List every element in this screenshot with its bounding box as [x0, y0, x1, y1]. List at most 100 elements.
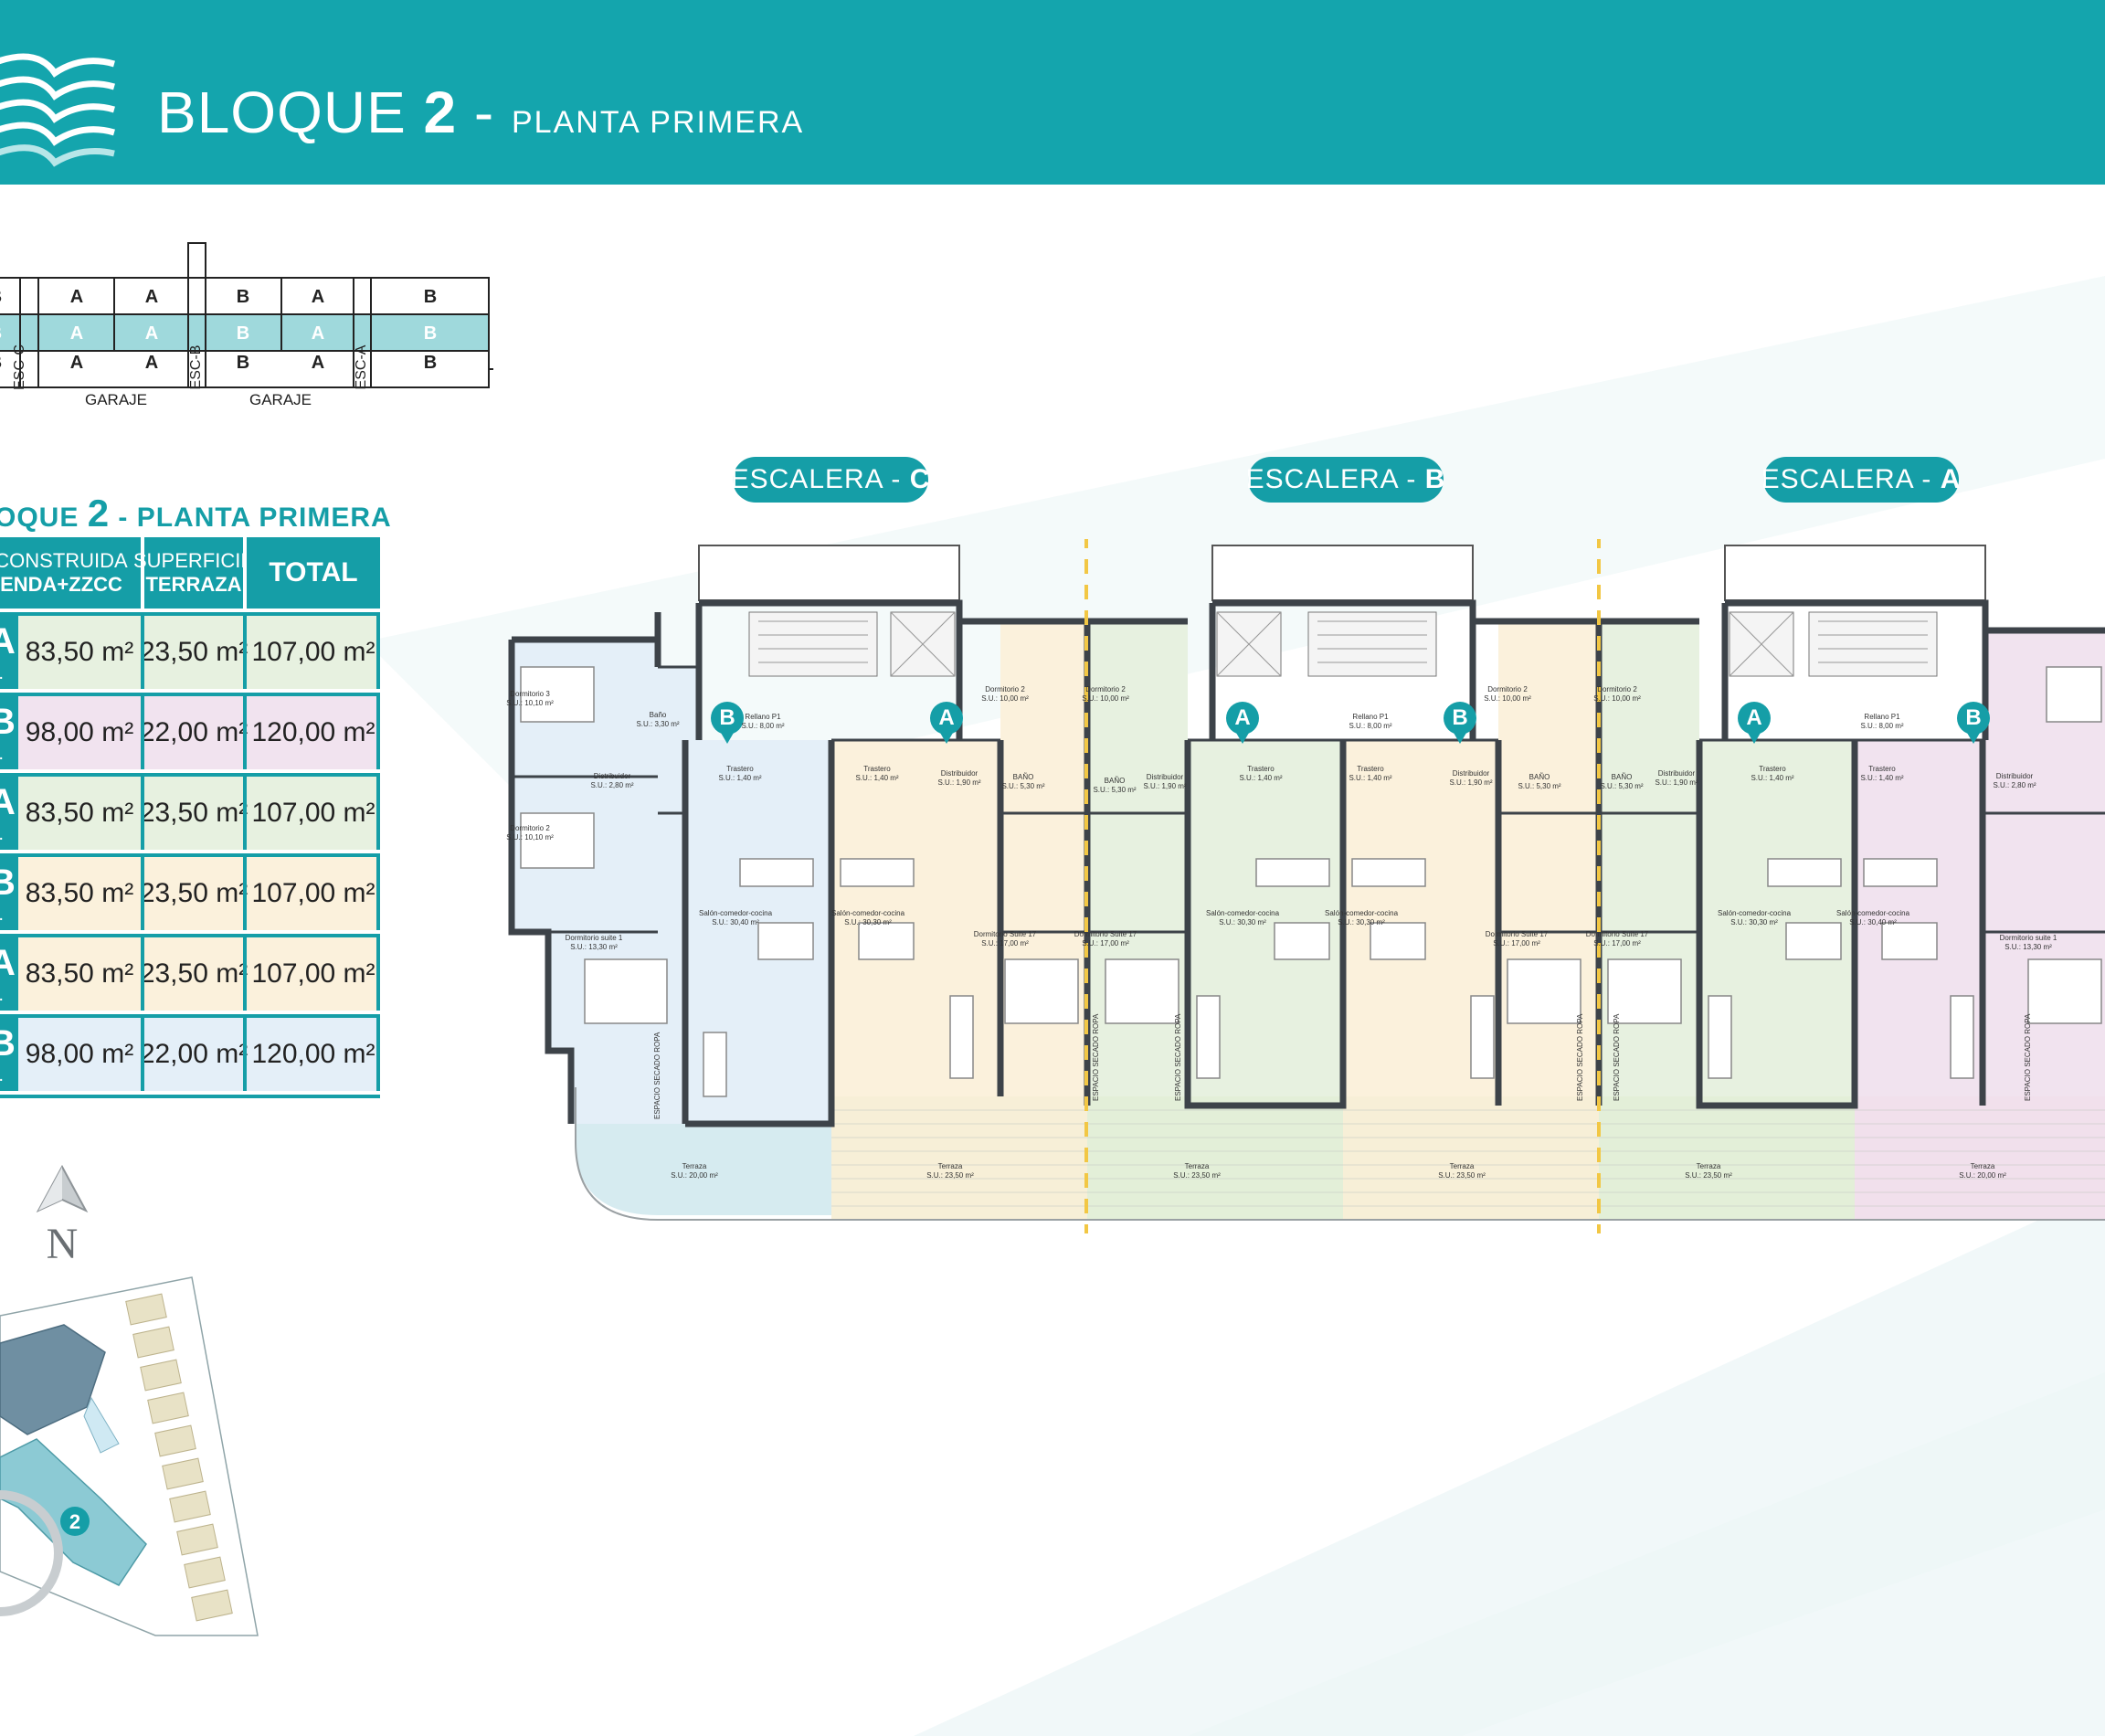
unit-type-sub: or. — [0, 989, 3, 1003]
unit-type-sub: or. — [0, 1069, 3, 1084]
schema-cell: B — [236, 286, 250, 307]
unit-type: A — [0, 943, 16, 983]
unit-marker-b: B — [1957, 702, 1990, 744]
table-divider — [243, 853, 247, 930]
schema-cell: B — [236, 352, 250, 373]
table-title: OQUE 2 - PLANTA PRIMERA — [0, 492, 392, 535]
table-divider — [376, 612, 380, 689]
table-divider — [0, 1095, 380, 1098]
schema-cell-highlight: B — [0, 318, 18, 349]
unit-type-cell: Aor. — [0, 616, 18, 689]
site-block-number: 2 — [69, 1510, 80, 1533]
schema-cell-highlight: A — [144, 323, 159, 344]
table-divider — [376, 1014, 380, 1091]
header-bar — [0, 0, 2105, 185]
drying-space-label: ESPACIO SECADO ROPA — [2024, 1013, 2032, 1101]
terrace-area-cell: 23,50 m² — [139, 798, 249, 828]
table-divider — [0, 612, 380, 616]
unit-type-sub: or. — [0, 828, 3, 842]
unit-marker-b: B — [1444, 702, 1476, 744]
terrace-area-cell: 22,00 m² — [139, 717, 249, 747]
table-divider — [141, 693, 144, 769]
stair-label-b: ESCALERA - B — [1246, 457, 1444, 503]
total-area-cell: 107,00 m² — [251, 798, 376, 828]
table-divider — [243, 1014, 247, 1091]
brand-logo — [0, 53, 115, 167]
built-area-cell: 83,50 m² — [25, 958, 134, 989]
table-divider — [141, 934, 144, 1011]
schema-cell-highlight: B — [423, 323, 438, 344]
stair-label-a: ESCALERA - A — [1761, 457, 1960, 503]
built-area-cell: 98,00 m² — [25, 1039, 134, 1069]
total-area-cell: 107,00 m² — [251, 878, 376, 908]
block-schema: B A A B A B B A A B A B B A A B A B ESC-… — [0, 239, 493, 422]
schema-cell: B — [423, 286, 438, 307]
schema-cell: A — [144, 286, 159, 307]
drying-space-label: ESPACIO SECADO ROPA — [1576, 1013, 1584, 1101]
unit-type: B — [0, 702, 16, 742]
unit-type-cell: Aor. — [0, 937, 18, 1011]
unit-type: B — [0, 863, 16, 903]
unit-type-cell: Aor. — [0, 777, 18, 850]
unit-type: A — [0, 782, 16, 822]
unit-type: B — [0, 1023, 16, 1064]
schema-cell: A — [144, 352, 159, 373]
total-area-cell: 120,00 m² — [251, 1039, 376, 1069]
unit-type: A — [0, 621, 16, 662]
unit-marker-b: B — [711, 702, 744, 744]
schema-cell: A — [69, 286, 84, 307]
table-divider — [0, 853, 380, 857]
table-divider — [376, 693, 380, 769]
unit-type-sub: or. — [0, 667, 3, 682]
table-divider — [141, 773, 144, 850]
table-divider — [141, 853, 144, 930]
table-divider — [0, 1014, 380, 1018]
stair-label-a: ESC-A — [354, 344, 369, 390]
unit-type-cell: Bor. — [0, 857, 18, 930]
total-area-cell: 120,00 m² — [251, 717, 376, 747]
table-divider — [376, 853, 380, 930]
stair-label-c: ESCALERA - C — [731, 457, 929, 503]
schema-cell: A — [69, 352, 84, 373]
floor-plan-drawing — [508, 539, 2105, 1233]
compass-label: N — [47, 1220, 79, 1265]
table-divider — [243, 773, 247, 850]
built-area-cell: 83,50 m² — [25, 878, 134, 908]
drying-space-label: ESPACIO SECADO ROPA — [1613, 1013, 1621, 1101]
terrace-area-cell: 23,50 m² — [139, 878, 249, 908]
